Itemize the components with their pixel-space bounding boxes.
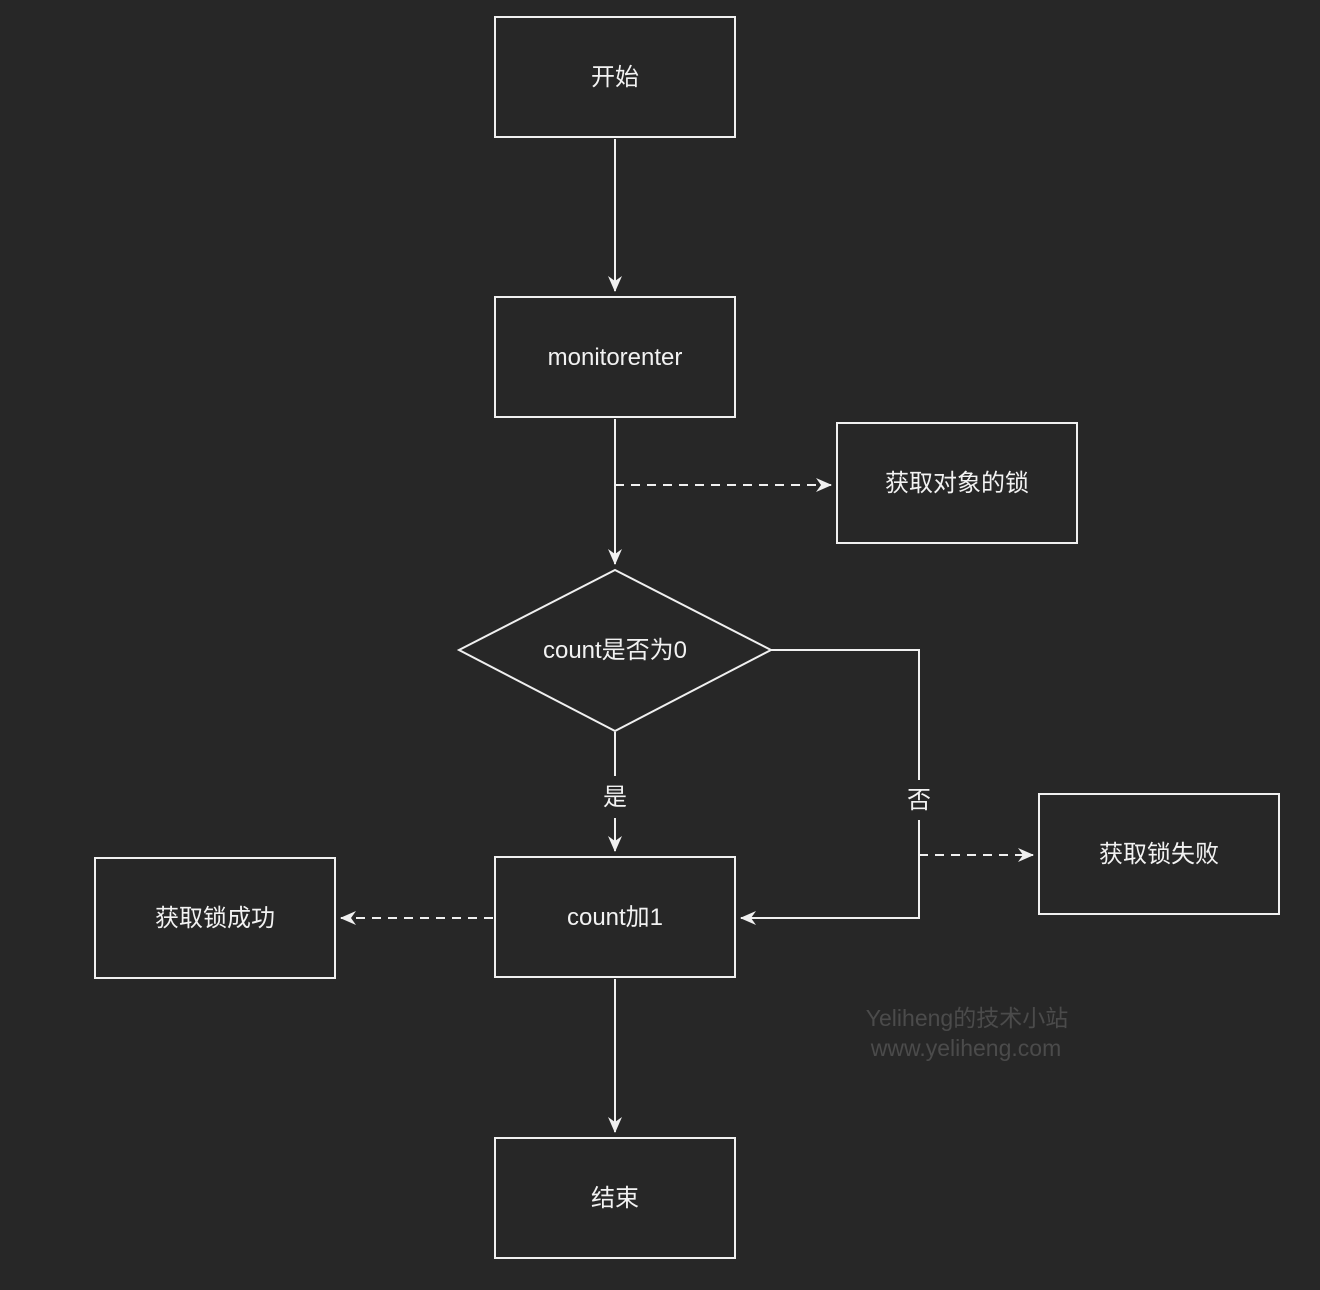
node-monitorenter-shape — [494, 296, 736, 418]
node-monitorenter-label: monitorenter — [548, 344, 683, 371]
node-start-label: 开始 — [591, 64, 639, 91]
node-start: 开始 — [494, 16, 736, 138]
edge-decision-no-lower — [740, 820, 920, 925]
node-acquire-lock-success: 获取锁成功 — [94, 857, 336, 979]
node-acquire-object-lock-shape — [836, 422, 1078, 544]
node-start-shape — [494, 16, 736, 138]
node-count-is-zero-shape — [456, 568, 774, 733]
node-acquire-lock-success-label: 获取锁成功 — [155, 905, 275, 932]
node-end-label: 结束 — [591, 1185, 639, 1212]
node-acquire-object-lock: 获取对象的锁 — [836, 422, 1078, 544]
node-acquire-lock-failed-label: 获取锁失败 — [1099, 841, 1219, 868]
node-acquire-object-lock-label: 获取对象的锁 — [885, 470, 1029, 497]
node-acquire-lock-success-shape — [94, 857, 336, 979]
node-monitorenter: monitorenter — [494, 296, 736, 418]
watermark-line2: www.yeliheng.com — [870, 1035, 1061, 1061]
node-count-plus-one-label: count加1 — [567, 904, 663, 931]
watermark: Yeliheng的技术小站 www.yeliheng.com — [866, 1005, 1068, 1061]
watermark-line1: Yeliheng的技术小站 — [866, 1005, 1068, 1031]
node-count-plus-one-shape — [494, 856, 736, 978]
edge-label-yes: 是 — [603, 784, 627, 811]
node-count-plus-one: count加1 — [494, 856, 736, 978]
node-end-shape — [494, 1137, 736, 1259]
node-acquire-lock-failed: 获取锁失败 — [1038, 793, 1280, 915]
node-acquire-lock-failed-shape — [1038, 793, 1280, 915]
edge-decision-no-upper — [771, 649, 920, 780]
edges — [340, 139, 1034, 1133]
edge-label-no: 否 — [907, 787, 931, 814]
node-count-is-zero: count是否为0 — [456, 568, 774, 733]
node-count-is-zero-label: count是否为0 — [543, 637, 687, 664]
node-end: 结束 — [494, 1137, 736, 1259]
